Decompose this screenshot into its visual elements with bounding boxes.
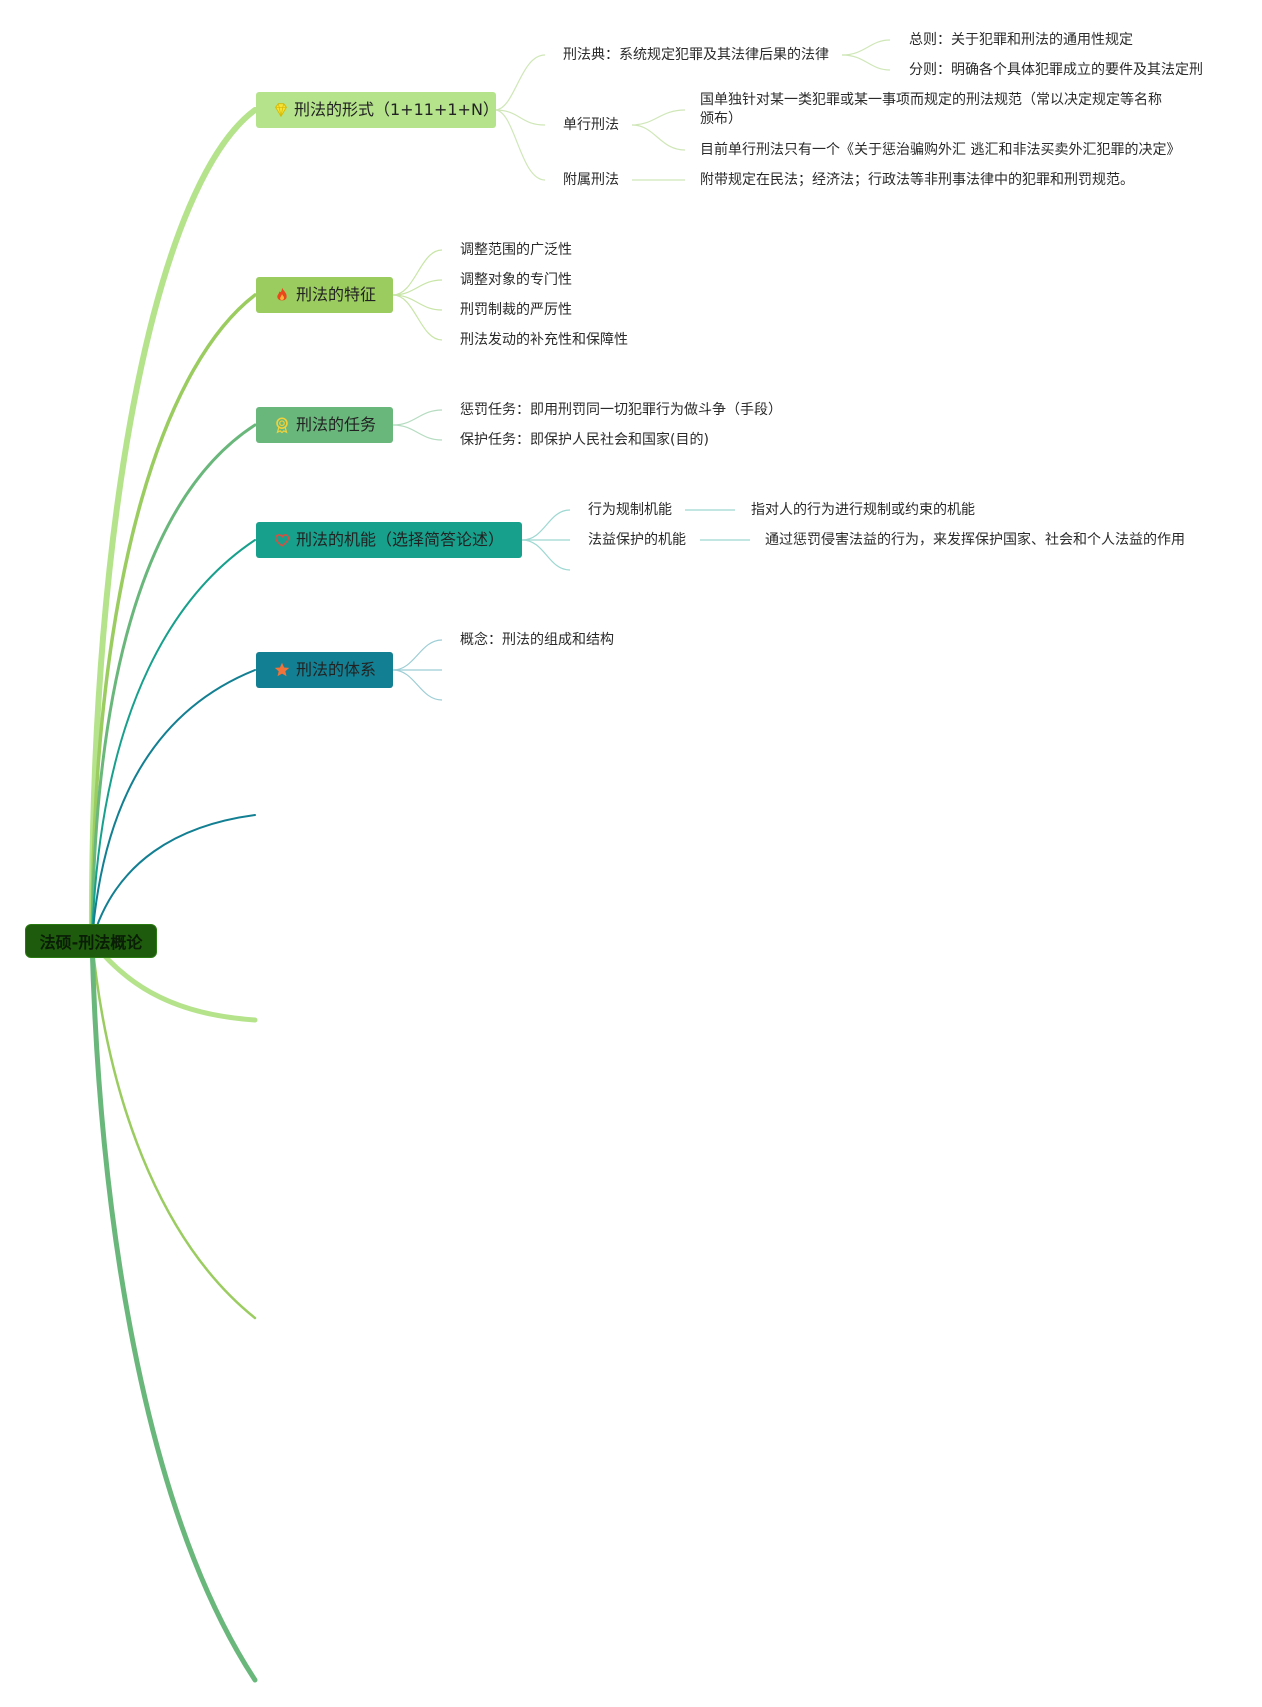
branch-line-8 <box>90 939 257 1320</box>
node-function-regulation-detail[interactable]: 指对人的行为进行规制或约束的机能 <box>751 502 975 518</box>
branch-line-6 <box>91 814 256 942</box>
branch-line-3 <box>90 423 257 943</box>
topic-criminal-law-features[interactable]: 刑法的特征 <box>256 277 393 313</box>
node-specific-provisions[interactable]: 分则：明确各个具体犯罪成立的要件及其法定刑 <box>909 62 1203 78</box>
flame-icon <box>272 285 292 305</box>
branch-line-1 <box>88 107 258 944</box>
node-function-regulation[interactable]: 行为规制机能 <box>588 502 672 518</box>
node-feature-supplementary[interactable]: 刑法发动的补充性和保障性 <box>460 332 628 348</box>
node-function-protection-detail[interactable]: 通过惩罚侵害法益的行为，来发挥保护国家、社会和个人法益的作用 <box>765 532 1185 548</box>
root-topic-label: 法硕-刑法概论 <box>39 933 143 952</box>
node-separate-criminal-law[interactable]: 单行刑法 <box>563 117 619 133</box>
branch-line-2 <box>90 293 257 943</box>
root-topic[interactable]: 法硕-刑法概论 <box>25 924 157 958</box>
node-task-punishment[interactable]: 惩罚任务：即用刑罚同一切犯罪行为做斗争（手段） <box>460 402 782 418</box>
star-icon <box>272 660 292 680</box>
node-feature-specificity[interactable]: 调整对象的专门性 <box>460 272 572 288</box>
node-subsidiary-criminal-law[interactable]: 附属刑法 <box>563 172 619 188</box>
topic-criminal-law-forms[interactable]: 刑法的形式（1+11+1+N） <box>256 92 499 128</box>
heart-icon <box>272 530 292 550</box>
topic-criminal-law-tasks[interactable]: 刑法的任务 <box>256 407 393 443</box>
gem-icon <box>272 100 290 120</box>
node-feature-breadth[interactable]: 调整范围的广泛性 <box>460 242 572 258</box>
node-separate-law-current[interactable]: 目前单行刑法只有一个《关于惩治骗购外汇 逃汇和非法买卖外汇犯罪的决定》 <box>700 142 1181 158</box>
node-function-protection[interactable]: 法益保护的机能 <box>588 532 686 548</box>
topic-label: 刑法的特征 <box>296 285 377 304</box>
node-subsidiary-law-definition[interactable]: 附带规定在民法；经济法；行政法等非刑事法律中的犯罪和刑罚规范。 <box>700 172 1134 188</box>
node-task-protection[interactable]: 保护任务：即保护人民社会和国家(目的) <box>460 432 709 448</box>
topic-criminal-law-system[interactable]: 刑法的体系 <box>256 652 393 688</box>
branch-line-4 <box>91 539 256 942</box>
branch-line-9 <box>89 938 258 1683</box>
award-icon <box>272 415 292 435</box>
topic-label: 刑法的机能（选择简答论述） <box>296 530 505 549</box>
node-separate-law-definition[interactable]: 国单独针对某一类犯罪或某一事项而规定的刑法规范（常以决定规定等名称颁布） <box>700 92 1162 127</box>
branch-line-5 <box>91 669 256 942</box>
node-criminal-code[interactable]: 刑法典：系统规定犯罪及其法律后果的法律 <box>563 47 829 63</box>
node-feature-severity[interactable]: 刑罚制裁的严厉性 <box>460 302 572 318</box>
node-system-concept[interactable]: 概念：刑法的组成和结构 <box>460 632 614 648</box>
topic-label: 刑法的体系 <box>296 660 377 679</box>
topic-label: 刑法的任务 <box>296 415 377 434</box>
topic-label: 刑法的形式（1+11+1+N） <box>294 100 499 119</box>
node-general-provisions[interactable]: 总则：关于犯罪和刑法的通用性规定 <box>909 32 1133 48</box>
topic-criminal-law-functions[interactable]: 刑法的机能（选择简答论述） <box>256 522 522 558</box>
